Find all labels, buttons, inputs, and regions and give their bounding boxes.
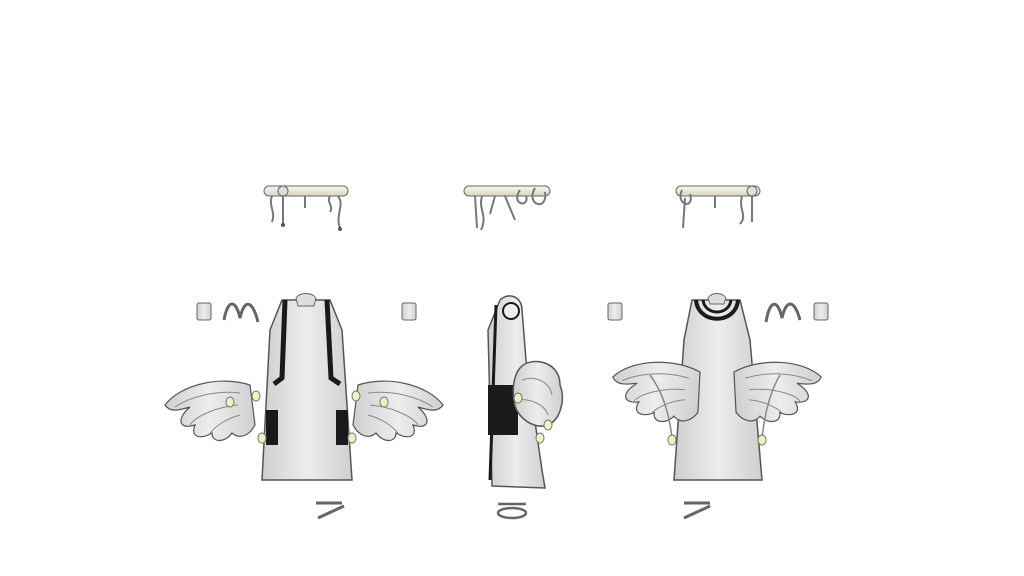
small-parts [196, 302, 829, 520]
garment-back-view [606, 293, 828, 481]
rod-back-view [675, 185, 761, 229]
garment-front-view [164, 293, 444, 481]
rod-side-view [463, 185, 551, 231]
rod-front-view [263, 185, 349, 231]
garment-side-view [487, 295, 564, 489]
